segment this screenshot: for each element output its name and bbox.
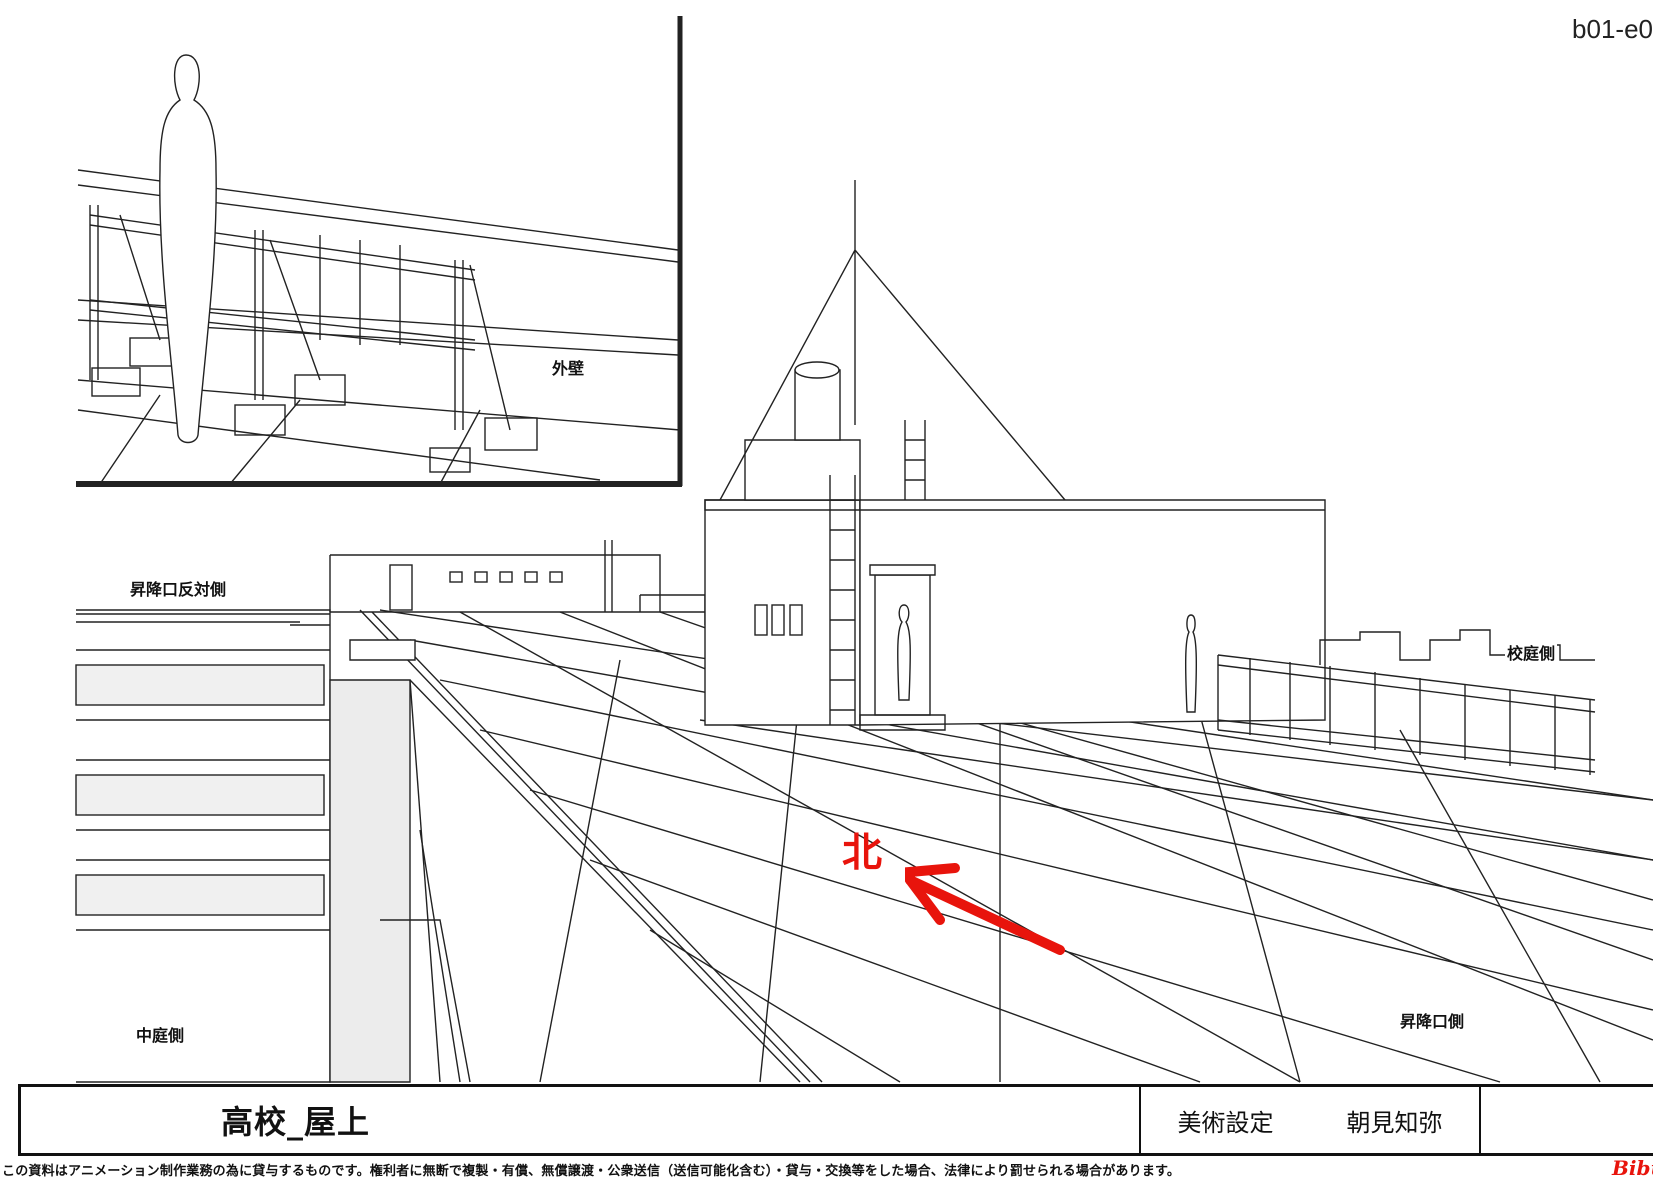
label-stairwell-side: 昇降口側 (1398, 1008, 1467, 1032)
page-code: b01-e0 (1572, 14, 1653, 44)
north-arrow (905, 863, 1065, 955)
artist-name: 朝見知弥 (1346, 1108, 1443, 1137)
brand-logo: Bibury (1612, 1156, 1653, 1180)
copyright-notice: この資料はアニメーション制作業務の為に貸与するものです。権利者に無断で複製・有償… (2, 1164, 1181, 1179)
title-block: 高校_屋上 美術設定 朝見知弥 (18, 1084, 1653, 1156)
inset-railing-panel (76, 16, 683, 487)
inset-label-exterior-wall: 外壁 (550, 355, 587, 379)
category-label: 美術設定 (1177, 1108, 1274, 1137)
blank-cell (1481, 1087, 1653, 1153)
north-label: 北 (842, 830, 882, 876)
label-schoolyard-side: 校庭側 (1505, 640, 1558, 664)
credit-cell: 美術設定 朝見知弥 (1141, 1087, 1481, 1153)
label-opposite-stairwell: 昇降口反対側 (128, 576, 229, 600)
label-courtyard-side: 中庭側 (134, 1022, 187, 1046)
main-rooftop-scene (75, 180, 1653, 1083)
scene-title: 高校_屋上 (221, 1103, 371, 1141)
title-cell: 高校_屋上 (21, 1087, 1141, 1153)
